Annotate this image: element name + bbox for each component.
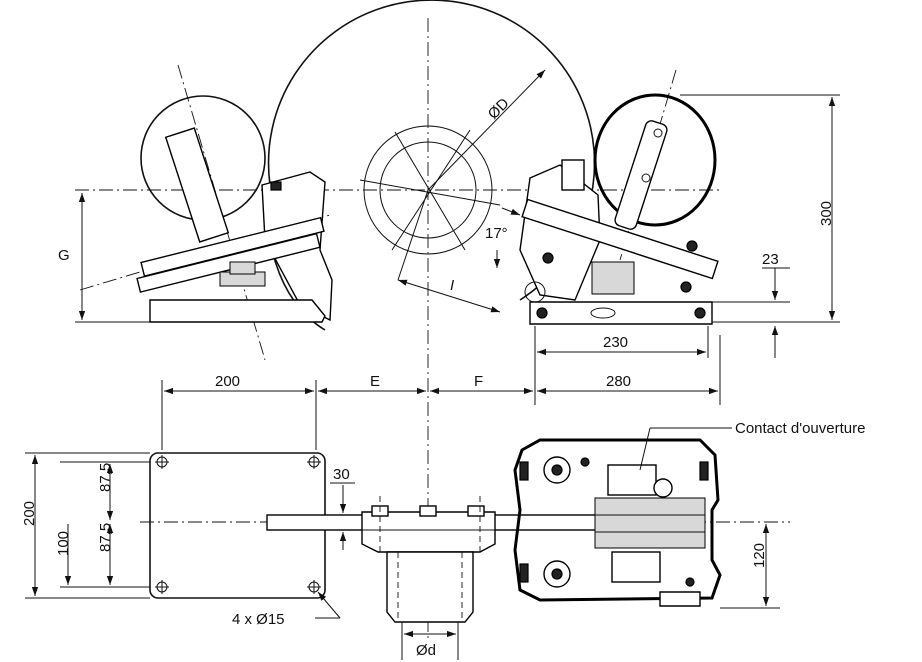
dim-200-left-label: 200 bbox=[21, 501, 38, 526]
dim-23: 23 bbox=[712, 251, 790, 358]
right-caliper-top-view bbox=[513, 438, 722, 607]
contact-callout: Contact d'ouverture bbox=[639, 420, 865, 471]
mounting-plate: 4 x Ø15 bbox=[149, 452, 341, 628]
contact-label: Contact d'ouverture bbox=[735, 420, 865, 437]
dim-100-label: 100 bbox=[55, 531, 72, 556]
left-caliper-side-view bbox=[136, 95, 333, 323]
angle-17: 17° bbox=[485, 207, 521, 268]
dim-120-label: 120 bbox=[751, 543, 768, 568]
diameter-d-label: Ød bbox=[416, 642, 436, 659]
dim-F-label: F bbox=[474, 373, 483, 390]
dim-23-label: 23 bbox=[762, 251, 779, 268]
dim-30-label: 30 bbox=[333, 466, 350, 483]
right-caliper-side-view bbox=[519, 93, 719, 325]
hub-and-shaft: Ød 30 bbox=[266, 466, 598, 660]
dim-I-label: I bbox=[450, 277, 454, 294]
dim-87-5-bottom-label: 87,5 bbox=[97, 523, 114, 552]
dim-E-label: E bbox=[370, 373, 380, 390]
dim-230-label: 230 bbox=[603, 334, 628, 351]
dim-280-label: 280 bbox=[606, 373, 631, 390]
dim-300: 300 bbox=[680, 94, 840, 323]
diameter-D-label: ØD bbox=[485, 95, 513, 123]
dim-120: 120 bbox=[720, 524, 780, 609]
dim-87-5-top-label: 87,5 bbox=[97, 463, 114, 492]
dim-230: 230 bbox=[534, 326, 709, 405]
dim-300-label: 300 bbox=[818, 201, 835, 226]
dim-chain: 200 E F 280 bbox=[161, 335, 721, 450]
dim-left-vertical: 200 100 87,5 87,5 bbox=[21, 452, 150, 599]
holes-label: 4 x Ø15 bbox=[232, 611, 285, 628]
dim-G: G bbox=[58, 193, 150, 323]
dim-200-top-label: 200 bbox=[215, 373, 240, 390]
angle-label: 17° bbox=[485, 225, 508, 242]
dim-G-label: G bbox=[58, 247, 70, 264]
